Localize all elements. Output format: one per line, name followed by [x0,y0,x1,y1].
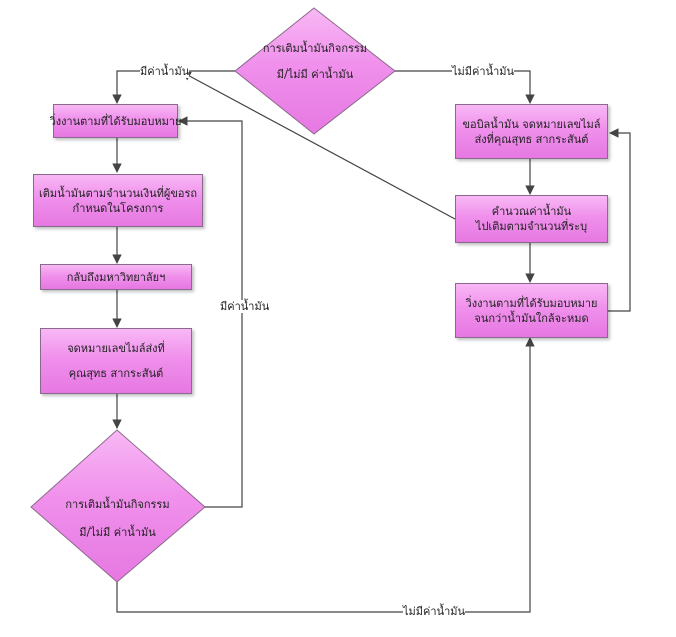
left-return-box: กลับถึงมหาวิทยาลัยฯ [40,264,192,290]
edge-label-top-yes: มีค่าน้ำมัน [140,65,190,78]
right-request-line2: ส่งที่คุณสุทธ สากระสันต์ [474,132,589,146]
right-run-box: วิ่งงานตามที่ได้รับมอบหมาย จนกว่าน้ำมันใ… [455,283,608,338]
top-decision-text: การเติมน้ำมันกิจกรรม มี/ไม่มี ค่าน้ำมัน [250,42,380,82]
left-record-line2: คุณสุทธ สากระสันต์ [68,367,164,380]
edge-bottom-no [116,337,535,613]
right-calc-line1: คำนวณค่าน้ำมัน [491,205,572,218]
edge-label-bottom-no: ไม่มีค่าน้ำมัน [403,605,466,618]
edge-label-bottom-yes: มีค่าน้ำมัน [220,300,270,313]
right-run-line1: วิ่งงานตามที่ได้รับมอบหมาย [465,296,598,310]
edge-label-top-no: ไม่มีค่าน้ำมัน [452,65,515,78]
edge-bottom-yes-loop [178,116,243,508]
right-request-box: ขอบิลน้ำมัน จดหมายเลขไมล์ ส่งที่คุณสุทธ … [455,104,608,159]
left-record-line1: จดหมายเลขไมล์ส่งที่ [67,342,165,355]
edge-top-no [395,70,535,104]
left-run-box: วิ่งงานตามที่ได้รับมอบหมาย [50,104,181,138]
edge-top-yes [112,70,235,104]
top-decision-line1: การเติมน้ำมันกิจกรรม [262,42,368,55]
left-return-text: กลับถึงมหาวิทยาลัยฯ [66,270,166,284]
left-run-text: วิ่งงานตามที่ได้รับมอบหมาย [49,114,182,128]
right-run-line2: จนกว่าน้ำมันใกล้จะหมด [474,311,589,325]
left-record-box: จดหมายเลขไมล์ส่งที่ คุณสุทธ สากระสันต์ [40,328,192,394]
right-calc-box: คำนวณค่าน้ำมัน ไปเติมตามจำนวนที่ระบุ [455,195,608,243]
left-refuel-line2: กำหนดในโครงการ [72,201,164,215]
edge-right-loop [608,128,631,312]
top-decision-diamond [234,7,396,135]
bottom-decision-line2: มี/ไม่มี ค่าน้ำมัน [79,526,156,539]
bottom-decision-text: การเติมน้ำมันกิจกรรม มี/ไม่มี ค่าน้ำมัน [55,498,180,540]
left-refuel-box: เติมน้ำมันตามจำนวนเงินที่ผู้ขอรถ กำหนดใน… [33,174,203,227]
top-decision-line2: มี/ไม่มี ค่าน้ำมัน [276,68,354,81]
right-calc-line2: ไปเติมตามจำนวนที่ระบุ [475,220,588,233]
edge-calc-to-top [181,71,456,220]
left-refuel-line1: เติมน้ำมันตามจำนวนเงินที่ผู้ขอรถ [38,186,198,200]
bottom-decision-line1: การเติมน้ำมันกิจกรรม [65,498,170,511]
right-request-line1: ขอบิลน้ำมัน จดหมายเลขไมล์ [462,117,601,131]
